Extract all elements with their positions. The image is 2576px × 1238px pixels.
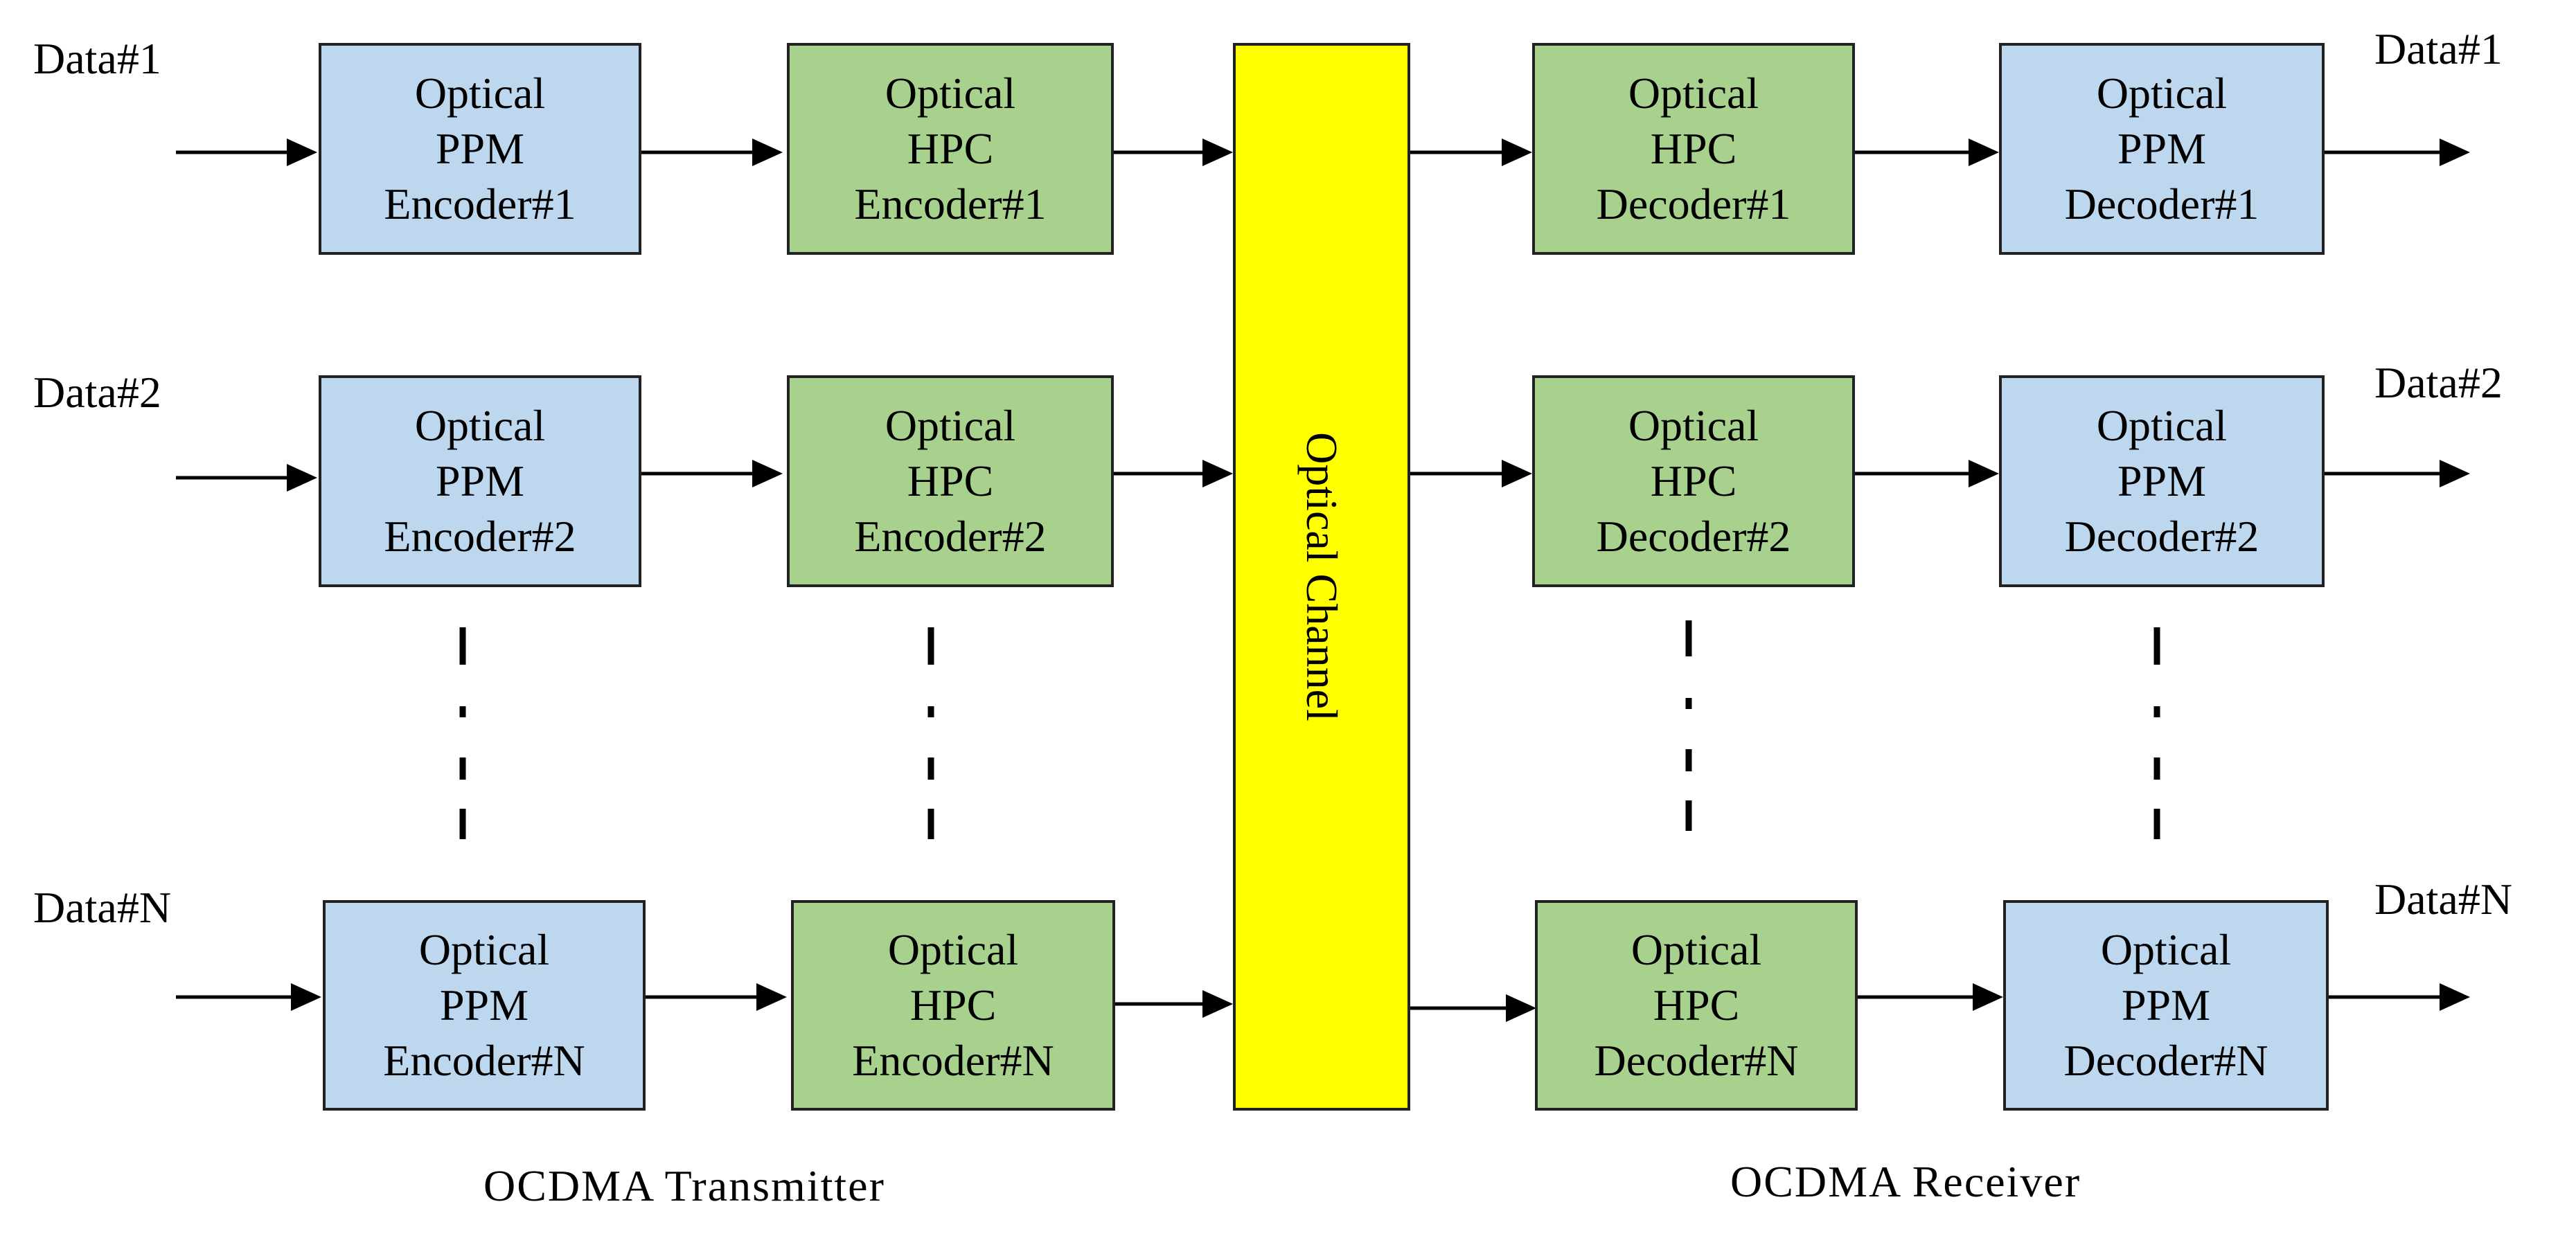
block-line: Decoder#2 bbox=[1596, 512, 1791, 561]
block-line: Optical bbox=[414, 69, 546, 118]
hpc-encoder-n: Optical HPC Encoder#N bbox=[791, 900, 1115, 1111]
receiver-caption: OCDMA Receiver bbox=[1730, 1157, 2081, 1206]
hpc-encoder-1: Optical HPC Encoder#1 bbox=[787, 43, 1114, 255]
input-label-data-2: Data#2 bbox=[33, 368, 161, 417]
output-label-data-1: Data#1 bbox=[2374, 24, 2503, 73]
block-line: Decoder#1 bbox=[1596, 179, 1791, 228]
block-line: PPM bbox=[2117, 456, 2207, 505]
block-line: PPM bbox=[435, 456, 525, 505]
block-line: HPC bbox=[907, 124, 994, 173]
block-line: PPM bbox=[2117, 124, 2207, 173]
block-line: Optical bbox=[414, 401, 546, 450]
block-line: Optical bbox=[2100, 925, 2232, 974]
ppm-decoder-2: Optical PPM Decoder#2 bbox=[1999, 375, 2325, 587]
block-line: Decoder#1 bbox=[2064, 179, 2259, 228]
block-line: Decoder#N bbox=[1594, 1036, 1799, 1085]
block-line: Optical bbox=[2096, 401, 2228, 450]
block-line: HPC bbox=[907, 456, 994, 505]
block-line: Encoder#2 bbox=[854, 512, 1047, 561]
block-line: HPC bbox=[1650, 124, 1737, 173]
block-line: Encoder#1 bbox=[854, 179, 1047, 228]
block-line: Optical bbox=[885, 69, 1016, 118]
block-line: PPM bbox=[439, 980, 529, 1030]
block-line: Optical bbox=[885, 401, 1016, 450]
block-line: HPC bbox=[1650, 456, 1737, 505]
ppm-encoder-1: Optical PPM Encoder#1 bbox=[319, 43, 641, 255]
block-line: Optical bbox=[418, 925, 550, 974]
block-line: Decoder#N bbox=[2063, 1036, 2268, 1085]
ppm-encoder-n: Optical PPM Encoder#N bbox=[323, 900, 646, 1111]
transmitter-caption: OCDMA Transmitter bbox=[483, 1161, 885, 1210]
block-line: PPM bbox=[435, 124, 525, 173]
block-line: Decoder#2 bbox=[2064, 512, 2259, 561]
ppm-decoder-n: Optical PPM Decoder#N bbox=[2003, 900, 2329, 1111]
block-line: Encoder#1 bbox=[384, 179, 576, 228]
optical-channel-label: Optical Channel bbox=[1297, 432, 1347, 721]
block-line: Encoder#N bbox=[852, 1036, 1054, 1085]
optical-channel: Optical Channel bbox=[1233, 43, 1410, 1111]
output-label-data-n: Data#N bbox=[2374, 874, 2513, 924]
hpc-decoder-n: Optical HPC Decoder#N bbox=[1535, 900, 1858, 1111]
ppm-encoder-2: Optical PPM Encoder#2 bbox=[319, 375, 641, 587]
block-line: Encoder#2 bbox=[384, 512, 576, 561]
block-line: Encoder#N bbox=[383, 1036, 585, 1085]
hpc-decoder-1: Optical HPC Decoder#1 bbox=[1532, 43, 1855, 255]
ppm-decoder-1: Optical PPM Decoder#1 bbox=[1999, 43, 2325, 255]
input-label-data-1: Data#1 bbox=[33, 34, 161, 83]
arrowhead-input-row-1 bbox=[287, 138, 317, 166]
block-line: Optical bbox=[1631, 925, 1762, 974]
arrowhead-output-row-1 bbox=[2440, 138, 2470, 166]
block-line: Optical bbox=[2096, 69, 2228, 118]
output-label-data-2: Data#2 bbox=[2374, 358, 2503, 407]
input-label-data-n: Data#N bbox=[33, 883, 172, 932]
block-line: PPM bbox=[2121, 980, 2211, 1030]
hpc-decoder-2: Optical HPC Decoder#2 bbox=[1532, 375, 1855, 587]
block-line: Optical bbox=[1628, 401, 1759, 450]
hpc-encoder-2: Optical HPC Encoder#2 bbox=[787, 375, 1114, 587]
block-line: HPC bbox=[1653, 980, 1740, 1030]
block-line: HPC bbox=[909, 980, 997, 1030]
block-line: Optical bbox=[1628, 69, 1759, 118]
block-line: Optical bbox=[887, 925, 1019, 974]
